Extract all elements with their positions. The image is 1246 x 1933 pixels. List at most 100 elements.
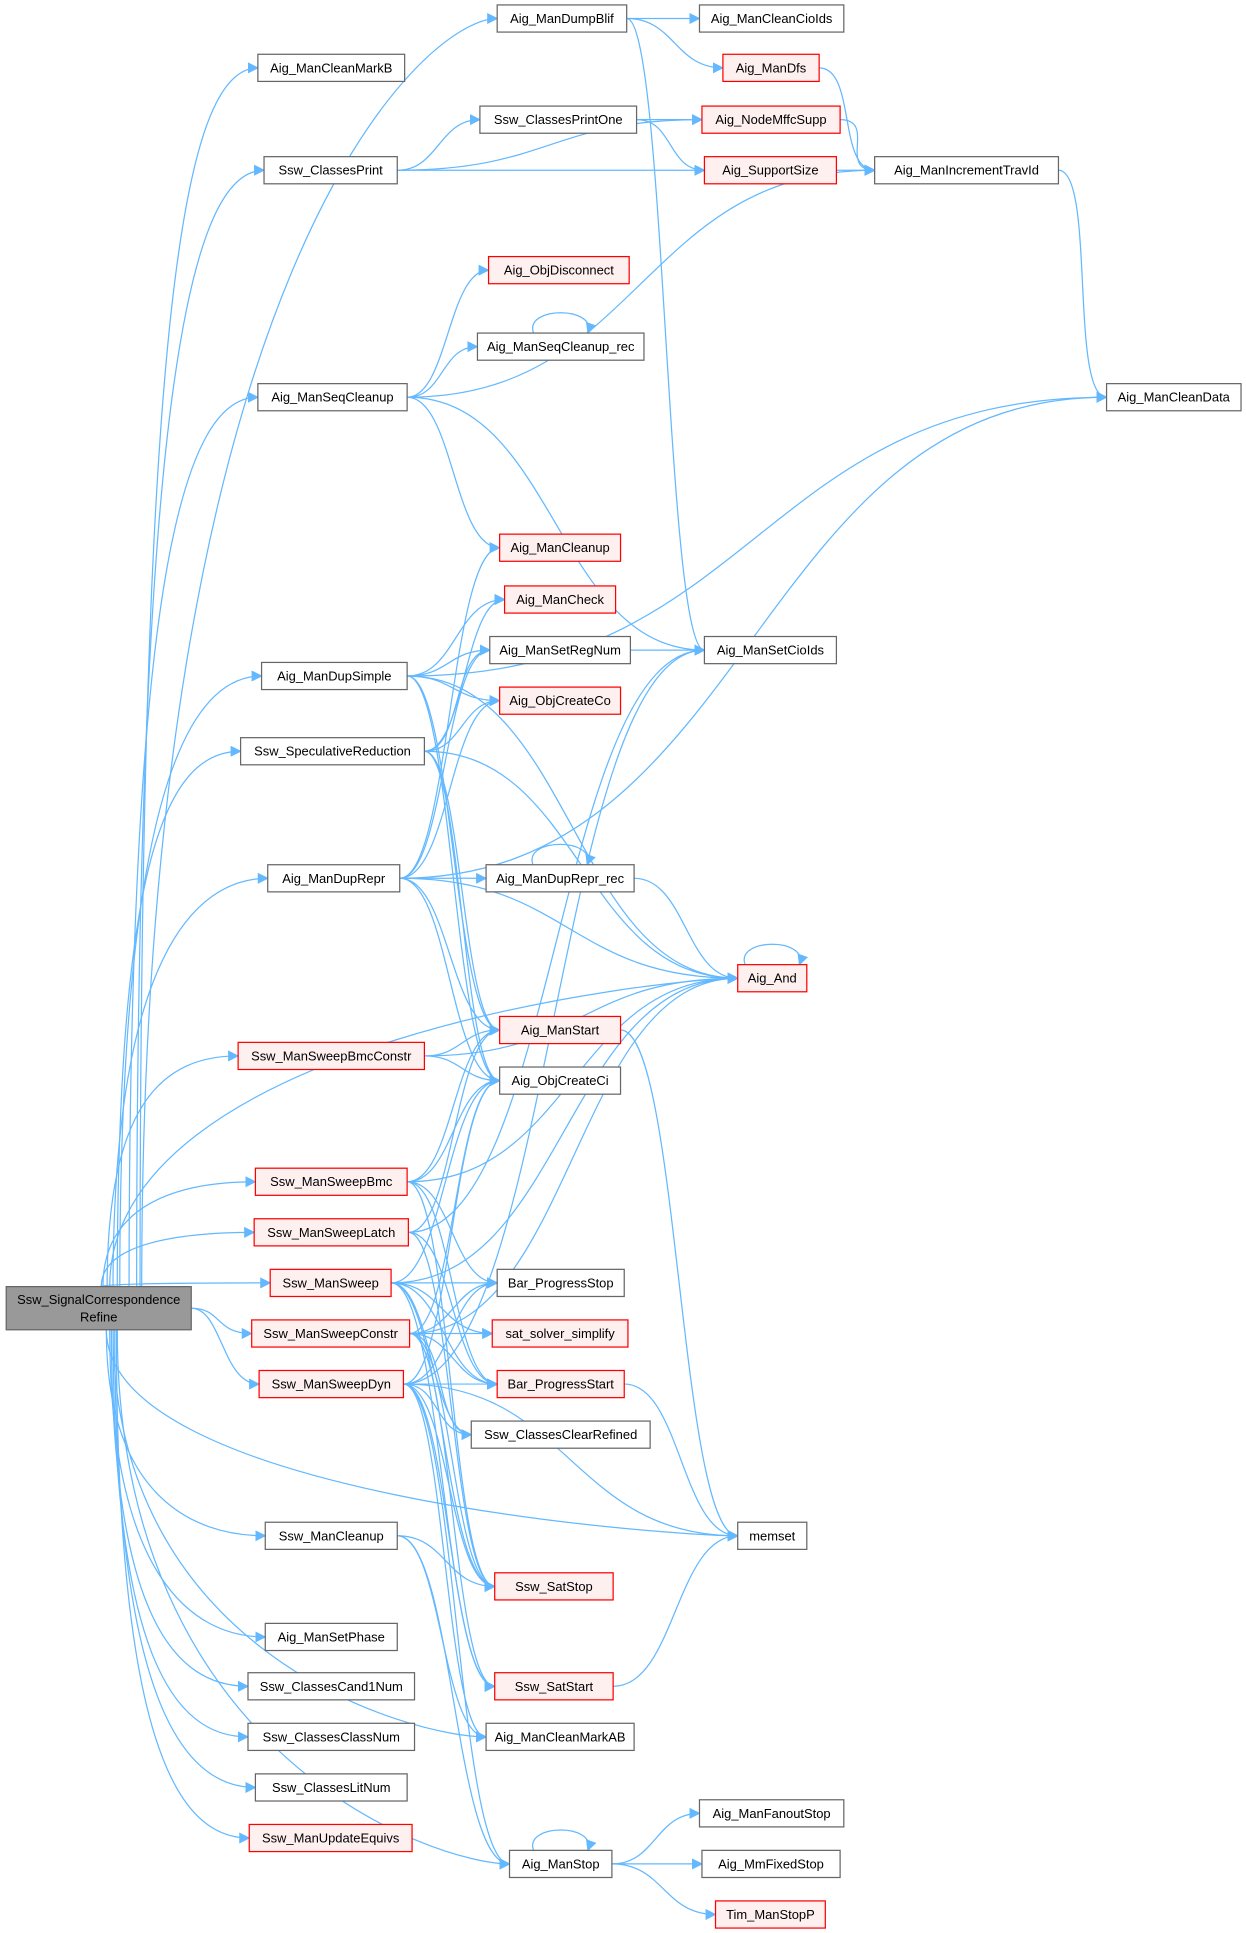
node-clean-cio-ids[interactable]: Aig_ManCleanCioIds (698, 4, 845, 33)
edge-man-start-to-memset (620, 1029, 739, 1542)
node-box (703, 635, 838, 665)
node-print-one[interactable]: Ssw_ClassesPrintOne (479, 105, 638, 134)
edge-sweep-dyn-to-clear-refined (403, 1383, 473, 1441)
node-prog-stop[interactable]: Bar_ProgressStop (496, 1268, 625, 1298)
node-man-stop[interactable]: Aig_ManStop (508, 1849, 613, 1879)
node-sat-start[interactable]: Ssw_SatStart (494, 1672, 614, 1701)
node-create-ci[interactable]: Aig_ObjCreateCi (499, 1066, 622, 1095)
node-sweep-bmc-constr[interactable]: Ssw_ManSweepBmcConstr (237, 1041, 426, 1071)
node-sweep-constr[interactable]: Ssw_ManSweepConstr (251, 1319, 411, 1348)
node-set-phase[interactable]: Aig_ManSetPhase (264, 1622, 398, 1652)
edge-dup-simple-to-set-reg-num (407, 644, 491, 677)
edge-sweep-dyn-to-man-stop (403, 1383, 511, 1870)
node-label: Aig_ObjDisconnect (504, 263, 614, 278)
edge-sweep-to-create-ci (391, 1075, 501, 1284)
node-box (1105, 383, 1242, 412)
edge-print-one-to-support-size (636, 119, 706, 176)
node-set-cio-ids[interactable]: Aig_ManSetCioIds (703, 635, 838, 665)
node-obj-disconnect[interactable]: Aig_ObjDisconnect (487, 255, 630, 285)
node-create-co[interactable]: Aig_ObjCreateCo (499, 686, 622, 715)
edge-root-to-seq-cleanup (128, 391, 259, 1287)
node-dup-repr-rec[interactable]: Aig_ManDupRepr_rec (485, 864, 635, 893)
node-sweep-latch[interactable]: Ssw_ManSweepLatch (253, 1218, 409, 1247)
node-label: Ssw_ManUpdateEquivs (262, 1831, 399, 1846)
node-lit-num[interactable]: Ssw_ClassesLitNum (254, 1773, 408, 1802)
node-man-cleanup[interactable]: Aig_ManCleanup (499, 533, 622, 562)
node-box (489, 635, 632, 665)
node-label: Bar_ProgressStart (507, 1377, 614, 1392)
edge-seq-cleanup-to-man-cleanup (407, 396, 501, 554)
node-clean-mark-b[interactable]: Aig_ManCleanMarkB (257, 53, 406, 83)
edge-root-to-spec-red (116, 745, 242, 1287)
node-clear-refined[interactable]: Ssw_ClassesClearRefined (470, 1420, 651, 1449)
node-sweep-bmc[interactable]: Ssw_ManSweepBmc (254, 1167, 408, 1196)
node-set-reg-num[interactable]: Aig_ManSetRegNum (489, 635, 632, 665)
node-label: Bar_ProgressStop (508, 1275, 614, 1290)
node-dfs[interactable]: Aig_ManDfs (722, 53, 820, 83)
node-spec-red[interactable]: Ssw_SpeculativeReduction (239, 737, 426, 766)
node-prog-start[interactable]: Bar_ProgressStart (496, 1369, 625, 1399)
edge-seq-cleanup-to-set-cio-ids (407, 396, 706, 656)
node-label: memset (749, 1528, 795, 1543)
node-man-start[interactable]: Aig_ManStart (499, 1015, 622, 1045)
node-box (487, 255, 630, 285)
node-sweep[interactable]: Ssw_ManSweep (269, 1268, 392, 1298)
node-clean-data[interactable]: Aig_ManCleanData (1105, 383, 1242, 412)
node-class-num[interactable]: Ssw_ClassesClassNum (247, 1722, 416, 1752)
node-box (874, 156, 1060, 185)
node-tim-stop[interactable]: Tim_ManStopP (714, 1900, 826, 1929)
edge-root-to-dump-blif (141, 12, 499, 1287)
node-label: Aig_ManCleanData (1118, 390, 1231, 405)
node-label: Aig_ManSetRegNum (499, 643, 621, 658)
node-box (737, 1521, 808, 1550)
node-box (499, 1015, 622, 1045)
node-label: Aig_ManIncrementTravId (894, 163, 1039, 178)
node-and[interactable]: Aig_And (737, 964, 808, 993)
node-mm-fixed-stop[interactable]: Aig_MmFixedStop (701, 1849, 841, 1879)
node-sat-simplify[interactable]: sat_solver_simplify (491, 1319, 629, 1348)
edge-root-to-memset (105, 1329, 739, 1542)
node-cand1-num[interactable]: Ssw_ClassesCand1Num (247, 1672, 416, 1701)
edge-seq-cleanup-rec-to-seq-cleanup-rec (532, 312, 597, 335)
node-label: Aig_ObjCreateCi (512, 1073, 609, 1088)
node-sat-stop[interactable]: Ssw_SatStop (494, 1572, 614, 1601)
node-inc-trav-id[interactable]: Aig_ManIncrementTravId (874, 156, 1060, 185)
node-clean-mark-ab[interactable]: Aig_ManCleanMarkAB (485, 1722, 635, 1752)
edge-dup-repr-to-man-cleanup (399, 542, 501, 879)
node-man-check[interactable]: Aig_ManCheck (503, 585, 617, 614)
node-label: Aig_ManDupRepr_rec (496, 871, 625, 886)
node-seq-cleanup-rec[interactable]: Aig_ManSeqCleanup_rec (476, 332, 645, 361)
edge-spec-red-to-set-reg-num (424, 644, 491, 752)
node-label: Ssw_SignalCorrespondence (17, 1292, 180, 1307)
node-label: Ssw_ManSweepLatch (267, 1225, 395, 1240)
node-label: Ssw_ClassesLitNum (272, 1780, 391, 1795)
node-seq-cleanup[interactable]: Aig_ManSeqCleanup (257, 383, 408, 412)
node-dup-repr[interactable]: Aig_ManDupRepr (267, 864, 401, 893)
node-label: Aig_ManSeqCleanup (271, 390, 393, 405)
edge-root-to-cand1-num (110, 1329, 250, 1692)
edge-sweep-constr-to-sat-start (409, 1332, 496, 1692)
node-sweep-dyn[interactable]: Ssw_ManSweepDyn (258, 1369, 405, 1399)
node-label: Aig_NodeMffcSupp (715, 112, 826, 127)
node-dump-blif[interactable]: Aig_ManDumpBlif (496, 4, 628, 33)
node-box (737, 964, 808, 993)
node-classes-print[interactable]: Ssw_ClassesPrint (263, 156, 398, 185)
node-fanout-stop[interactable]: Aig_ManFanoutStop (698, 1799, 845, 1828)
edge-root-to-sweep-constr (191, 1307, 253, 1340)
node-update-equivs[interactable]: Ssw_ManUpdateEquivs (248, 1823, 413, 1853)
node-box (496, 1268, 625, 1298)
node-memset[interactable]: memset (737, 1521, 808, 1550)
node-box (479, 105, 638, 134)
edge-root-to-clean-mark-b (139, 62, 259, 1287)
edge-root-to-ssw-cleanup (105, 1329, 267, 1542)
node-ssw-cleanup[interactable]: Ssw_ManCleanup (264, 1521, 398, 1550)
node-label: Aig_ManCleanCioIds (711, 11, 833, 26)
node-label: Ssw_ManSweepConstr (263, 1326, 398, 1341)
node-support-size[interactable]: Aig_SupportSize (703, 156, 838, 185)
node-mffc-supp[interactable]: Aig_NodeMffcSupp (701, 105, 841, 134)
node-label: Aig_ManDumpBlif (510, 11, 614, 26)
node-dup-simple[interactable]: Aig_ManDupSimple (260, 661, 408, 691)
edge-sweep-dyn-to-sat-start (403, 1383, 496, 1692)
